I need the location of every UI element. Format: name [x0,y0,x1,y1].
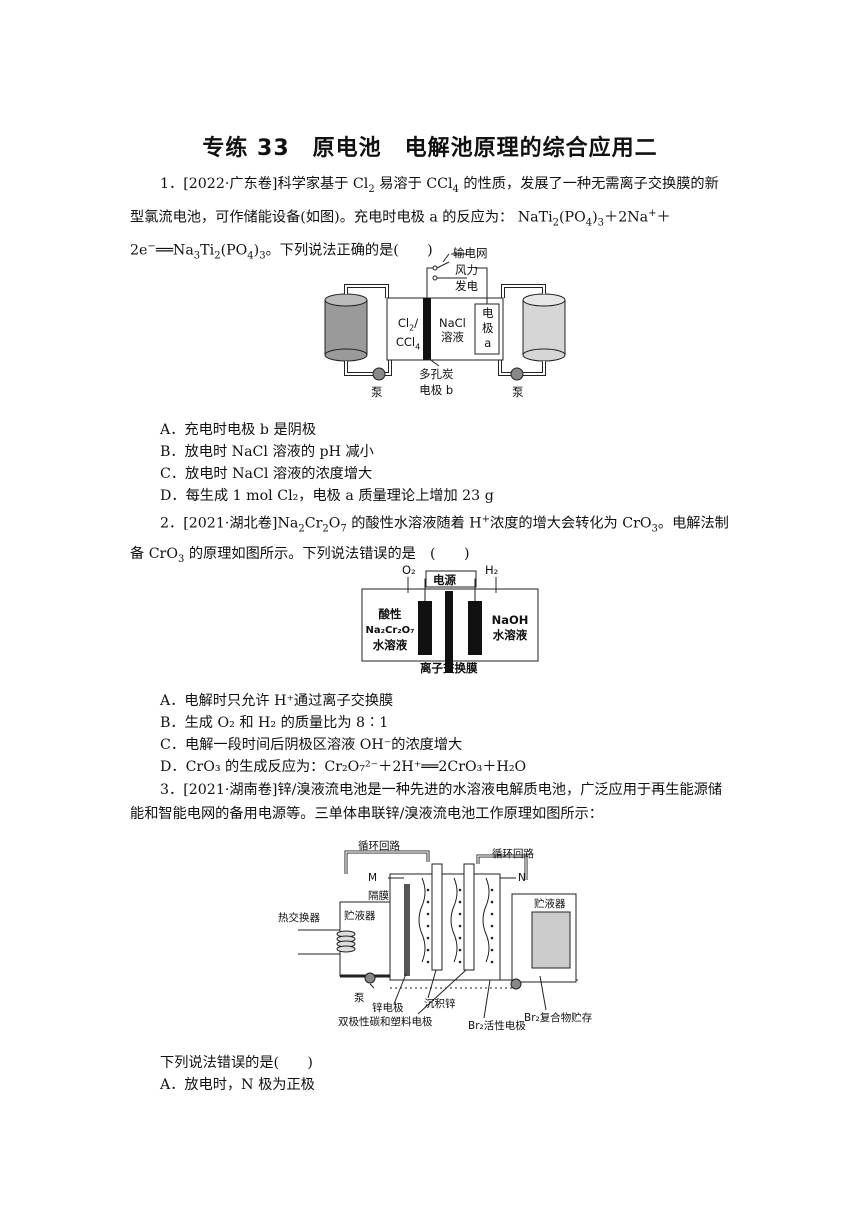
q1-option-b: B．放电时 NaCl 溶液的 pH 减小 [160,444,374,460]
question-1-stem: 1．[2022·广东卷]科学家基于 Cl2 易溶于 CCl4 的性质，发展了一种… [130,176,719,262]
loop-right-label: 循环回路 [492,848,534,860]
question-2-stem: 2．[2021·湖北卷]Na2Cr2O7 的酸性水溶液随着 H+浓度的增大会转化… [130,514,729,565]
question-3-stem: 3．[2021·湖南卷]锌/溴液流电池是一种先进的水溶液电解质电池，广泛应用于再… [130,782,723,822]
q1-option-c: C．放电时 NaCl 溶液的浓度增大 [160,466,373,482]
pump-label: 泵 [354,992,365,1004]
reservoir-right-label: 贮液器 [534,898,566,910]
q2-option-d: D．CrO₃ 的生成反应为：Cr₂O₇²⁻＋2H⁺══2CrO₃＋H₂O [160,759,527,775]
membrane-label: 离子交换膜 [420,661,478,675]
power-source-label: 电源 [433,573,456,587]
porous-carbon-label: 多孔炭电极 b [419,367,454,397]
deposited-zinc-label: 沉积锌 [424,998,456,1010]
figure-zinc-bromine-battery: 循环回路 循环回路 M N 隔膜 热交换器 贮液器 贮液器 泵 锌电极 沉积锌 … [278,838,598,1038]
page-title: 专练 33 原电池 电解池原理的综合应用二 [202,136,658,161]
o2-label: O₂ [402,563,416,577]
n-terminal-label: N [518,872,526,884]
q3-option-a: A．放电时，N 极为正极 [160,1077,315,1093]
left-solution-label: Cl2/CCl4 [395,316,421,352]
q2-option-a: A．电解时只允许 H⁺通过离子交换膜 [160,693,394,709]
h2-label: H₂ [485,563,499,577]
q1-option-a: A．充电时电极 b 是阴极 [160,422,317,438]
loop-left-label: 循环回路 [358,840,400,852]
reservoir-left-label: 贮液器 [344,910,376,922]
pump-left-label: 泵 [371,385,383,399]
wind-label-1: 风力 [455,263,478,277]
pump-right-label: 泵 [512,385,524,399]
q2-option-b: B．生成 O₂ 和 H₂ 的质量比为 8∶1 [160,715,389,731]
bipolar-electrode-label: 双极性碳和塑料电极 [338,1016,433,1028]
m-terminal-label: M [368,872,378,884]
q3-prompt: 下列说法错误的是( ) [160,1055,313,1071]
wind-label-2: 发电 [455,279,478,293]
separator-label: 隔膜 [368,890,389,902]
br2-storage-label: Br₂复合物贮存 [524,1012,593,1024]
heat-exchanger-label: 热交换器 [278,912,320,924]
grid-label: 输电网 [453,246,488,260]
q2-option-c: C．电解一段时间后阴极区溶液 OH⁻的浓度增大 [160,737,463,753]
br2-electrode-label: Br₂活性电极 [468,1020,526,1032]
q1-option-d: D．每生成 1 mol Cl₂，电极 a 质量理论上增加 23 g [160,488,494,504]
zinc-electrode-label: 锌电极 [372,1002,404,1014]
